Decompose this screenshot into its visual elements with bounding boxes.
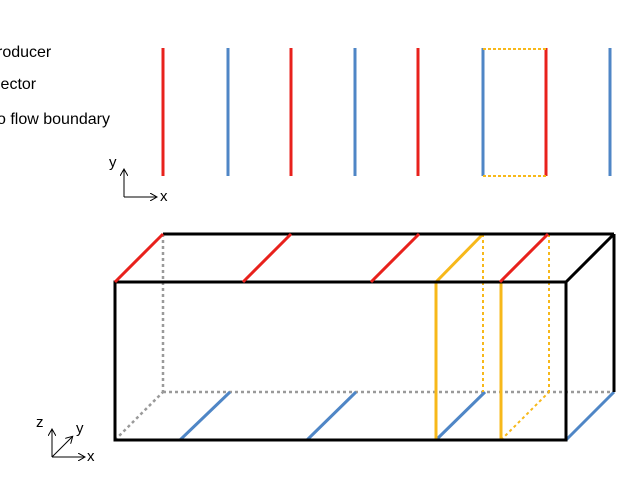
producer-well-3d-2 <box>241 232 293 284</box>
reservoir-box-3d <box>113 232 616 442</box>
legend-label-injector: jector <box>0 76 37 93</box>
axis-2d-x-label: x <box>160 188 168 205</box>
producer-well-3d-3 <box>369 232 421 284</box>
plan-view <box>161 48 612 177</box>
axes-3d: z y x <box>36 414 95 465</box>
legend-label-no-flow-boundary: o flow boundary <box>0 111 110 128</box>
producer-well-3d-4 <box>498 232 550 284</box>
axis-3d-z-label: z <box>36 414 44 431</box>
box-right-top-diagonal <box>564 232 616 284</box>
axis-2d-y-label: y <box>109 154 117 171</box>
axis-3d-x-label: x <box>87 448 95 465</box>
injector-well-3d-2 <box>305 390 358 442</box>
boundary-top-diagonal-1 <box>434 232 485 284</box>
producer-well-3d-1 <box>113 232 165 284</box>
boundary-bottom-diagonal-2 <box>500 391 550 441</box>
axis-3d-y-label: y <box>76 420 84 437</box>
hidden-edge-left-bottom-diagonal <box>114 391 164 441</box>
injector-well-3d-4 <box>564 390 616 442</box>
box-front-face <box>113 280 568 442</box>
axes-2d: y x <box>109 154 168 205</box>
injector-well-3d-3 <box>434 390 487 442</box>
legend-label-producer: roducer <box>0 44 52 61</box>
injector-well-3d-1 <box>178 390 232 442</box>
